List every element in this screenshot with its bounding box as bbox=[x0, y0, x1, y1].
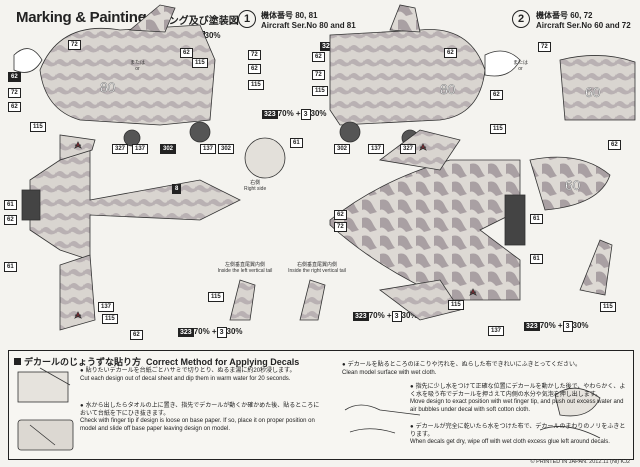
tag-137: 137 bbox=[132, 144, 149, 154]
tag-115-b: 115 bbox=[30, 122, 46, 132]
tag-72-d: 72 bbox=[312, 70, 325, 80]
nose-cone-v1-right bbox=[484, 50, 521, 77]
tag-115-d: 115 bbox=[312, 86, 328, 96]
tag-62: 62 bbox=[180, 48, 193, 58]
step-4: ●指先に少し水をつけて正確な位置にデカールを動かした後で、やわらかく、よく水を吸… bbox=[410, 384, 626, 413]
page-title: Marking & Painting bbox=[16, 9, 147, 26]
tag-302: 302 bbox=[160, 144, 177, 154]
svg-text:60: 60 bbox=[565, 177, 581, 193]
step-1: ●貼りたいデカールを台紙ごとハサミで切りとり、ぬるま湯に約20秒浸します。Cut… bbox=[80, 368, 296, 382]
tag-72: 72 bbox=[68, 40, 81, 50]
side-view-v1-right: 80 bbox=[329, 4, 486, 147]
tag-62-g: 62 bbox=[490, 90, 503, 100]
tag-115: 115 bbox=[192, 58, 208, 68]
tag-62-e: 62 bbox=[312, 52, 325, 62]
tag-327-b: 327 bbox=[400, 144, 417, 154]
top-view-v2 bbox=[329, 129, 526, 321]
tag-137-e: 137 bbox=[488, 326, 505, 336]
tag-62-k: 62 bbox=[334, 210, 347, 220]
print-footer: © PRINTED IN JAPAN. 2012.11 (Ni) KJ2 bbox=[530, 459, 630, 465]
version-1-badge: 1 bbox=[238, 10, 256, 28]
tag-62-c: 62 bbox=[8, 102, 21, 112]
tag-115-e: 115 bbox=[490, 124, 506, 134]
step-3: ●デカールを貼るところのほこりや汚れを、ぬらした布できれいにふきとってください。… bbox=[342, 362, 581, 376]
tag-62-h: 62 bbox=[608, 140, 621, 150]
page-title-jp: マーキング及び塗装図 bbox=[139, 16, 239, 27]
tag-72-c: 72 bbox=[248, 50, 261, 60]
version-2-heading: 機体番号 60, 72 Aircraft Ser.No 60 and 72 bbox=[536, 11, 631, 31]
tag-8: 8 bbox=[172, 184, 182, 194]
tag-115-h: 115 bbox=[448, 300, 464, 310]
svg-text:80: 80 bbox=[440, 81, 456, 97]
title-square-icon bbox=[14, 358, 21, 365]
version-1-heading: 機体番号 80, 81 Aircraft Ser.No 80 and 81 bbox=[261, 11, 356, 31]
tag-115-g: 115 bbox=[102, 314, 118, 324]
decal-method-title: デカールのじょうずな貼り方 Correct Method for Applyin… bbox=[14, 355, 299, 368]
tag-327: 327 bbox=[112, 144, 129, 154]
tag-137-c: 137 bbox=[368, 144, 385, 154]
bullet-4-icon: ● bbox=[410, 384, 414, 390]
bullet-5-icon: ● bbox=[410, 424, 414, 430]
tag-115-i: 115 bbox=[600, 302, 616, 312]
svg-text:80: 80 bbox=[100, 79, 116, 95]
tag-61-e: 61 bbox=[530, 254, 543, 264]
side-view-v1-left: 80 bbox=[39, 4, 216, 147]
version-2-badge: 2 bbox=[512, 10, 530, 28]
bullet-2-icon: ● bbox=[80, 403, 84, 409]
bullet-3-icon: ● bbox=[342, 362, 346, 368]
tag-72-e: 72 bbox=[538, 42, 551, 52]
tag-72-b: 72 bbox=[8, 88, 21, 98]
step-2: ●水から出したらタオルの上に置き、指先でデカールが動くか確かめた後、貼るところに… bbox=[80, 403, 320, 432]
tag-62-b: 62 bbox=[8, 72, 21, 82]
tag-62-j: 62 bbox=[130, 330, 143, 340]
tag-137-d: 137 bbox=[98, 302, 115, 312]
aircraft-drawings: 80 80 60 60 bbox=[13, 4, 636, 331]
tag-61: 61 bbox=[290, 138, 303, 148]
tag-62-f: 62 bbox=[444, 48, 457, 58]
tag-115-c: 115 bbox=[248, 80, 264, 90]
tag-61-c: 61 bbox=[4, 262, 17, 272]
tag-62-d: 62 bbox=[248, 64, 261, 74]
nose-cone-v1 bbox=[13, 48, 43, 73]
side-view-v2: 60 60 bbox=[529, 55, 636, 211]
step-5: ●デカールが完全に乾いたら水をつけた布で、デカールのまわりのノリをふきとります。… bbox=[410, 424, 626, 445]
right-side-detail-circle bbox=[244, 137, 286, 179]
tag-302-c: 302 bbox=[334, 144, 351, 154]
version-1-heading-en: Aircraft Ser.No 80 and 81 bbox=[261, 21, 356, 30]
tag-62-i: 62 bbox=[4, 215, 17, 225]
version-2-heading-jp: 機体番号 60, 72 bbox=[536, 11, 593, 20]
tag-115-f: 115 bbox=[208, 292, 224, 302]
version-2-heading-en: Aircraft Ser.No 60 and 72 bbox=[536, 21, 631, 30]
tag-302-b: 302 bbox=[218, 144, 235, 154]
top-view-v1 bbox=[21, 134, 241, 331]
tag-61-d: 61 bbox=[530, 214, 543, 224]
tag-72-f: 72 bbox=[334, 222, 347, 232]
tag-61-b: 61 bbox=[4, 200, 17, 210]
tail-details bbox=[229, 239, 613, 321]
decal-method-panel bbox=[8, 350, 634, 460]
bullet-1-icon: ● bbox=[80, 368, 84, 374]
version-1-heading-jp: 機体番号 80, 81 bbox=[261, 11, 318, 20]
svg-text:60: 60 bbox=[585, 84, 601, 100]
tag-137-b: 137 bbox=[200, 144, 217, 154]
